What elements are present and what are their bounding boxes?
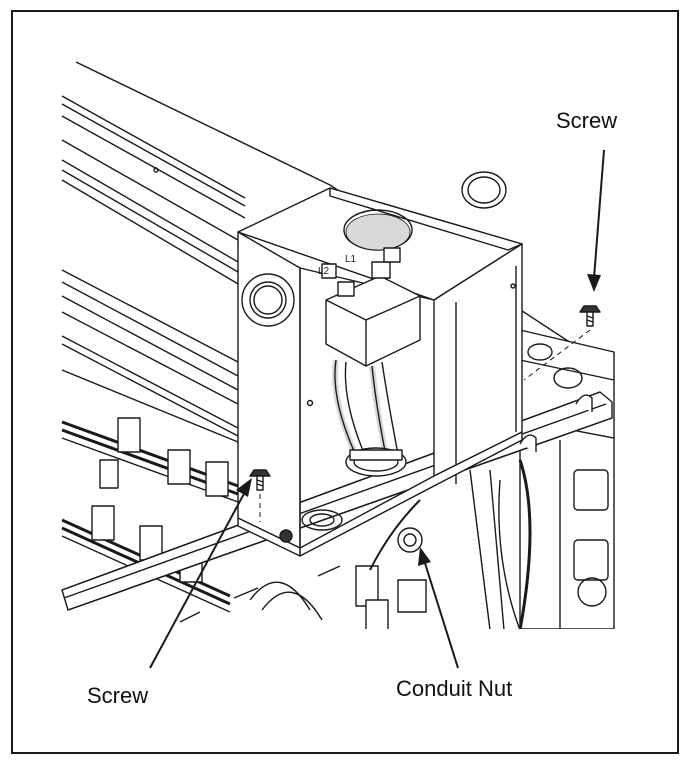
terminal-mark-l2: L2 (318, 266, 330, 277)
right-cabinet (519, 329, 615, 629)
conduit-cables (331, 359, 407, 477)
screw-top-label: Screw (556, 108, 618, 133)
terminal-mark-l1: L1 (345, 254, 357, 265)
junction-box (237, 171, 523, 557)
leader-arrows (149, 149, 605, 669)
screw-bottom-label: Screw (87, 683, 149, 708)
conduit-nut-label: Conduit Nut (396, 676, 513, 701)
screw-right (579, 305, 601, 327)
terminal-marks: L1 L2 (318, 254, 357, 277)
heater-elements (61, 369, 239, 613)
screw-left (249, 469, 271, 491)
screw-guide-lines (259, 329, 591, 522)
lower-wiring (249, 459, 532, 629)
terminal-block (321, 247, 421, 367)
